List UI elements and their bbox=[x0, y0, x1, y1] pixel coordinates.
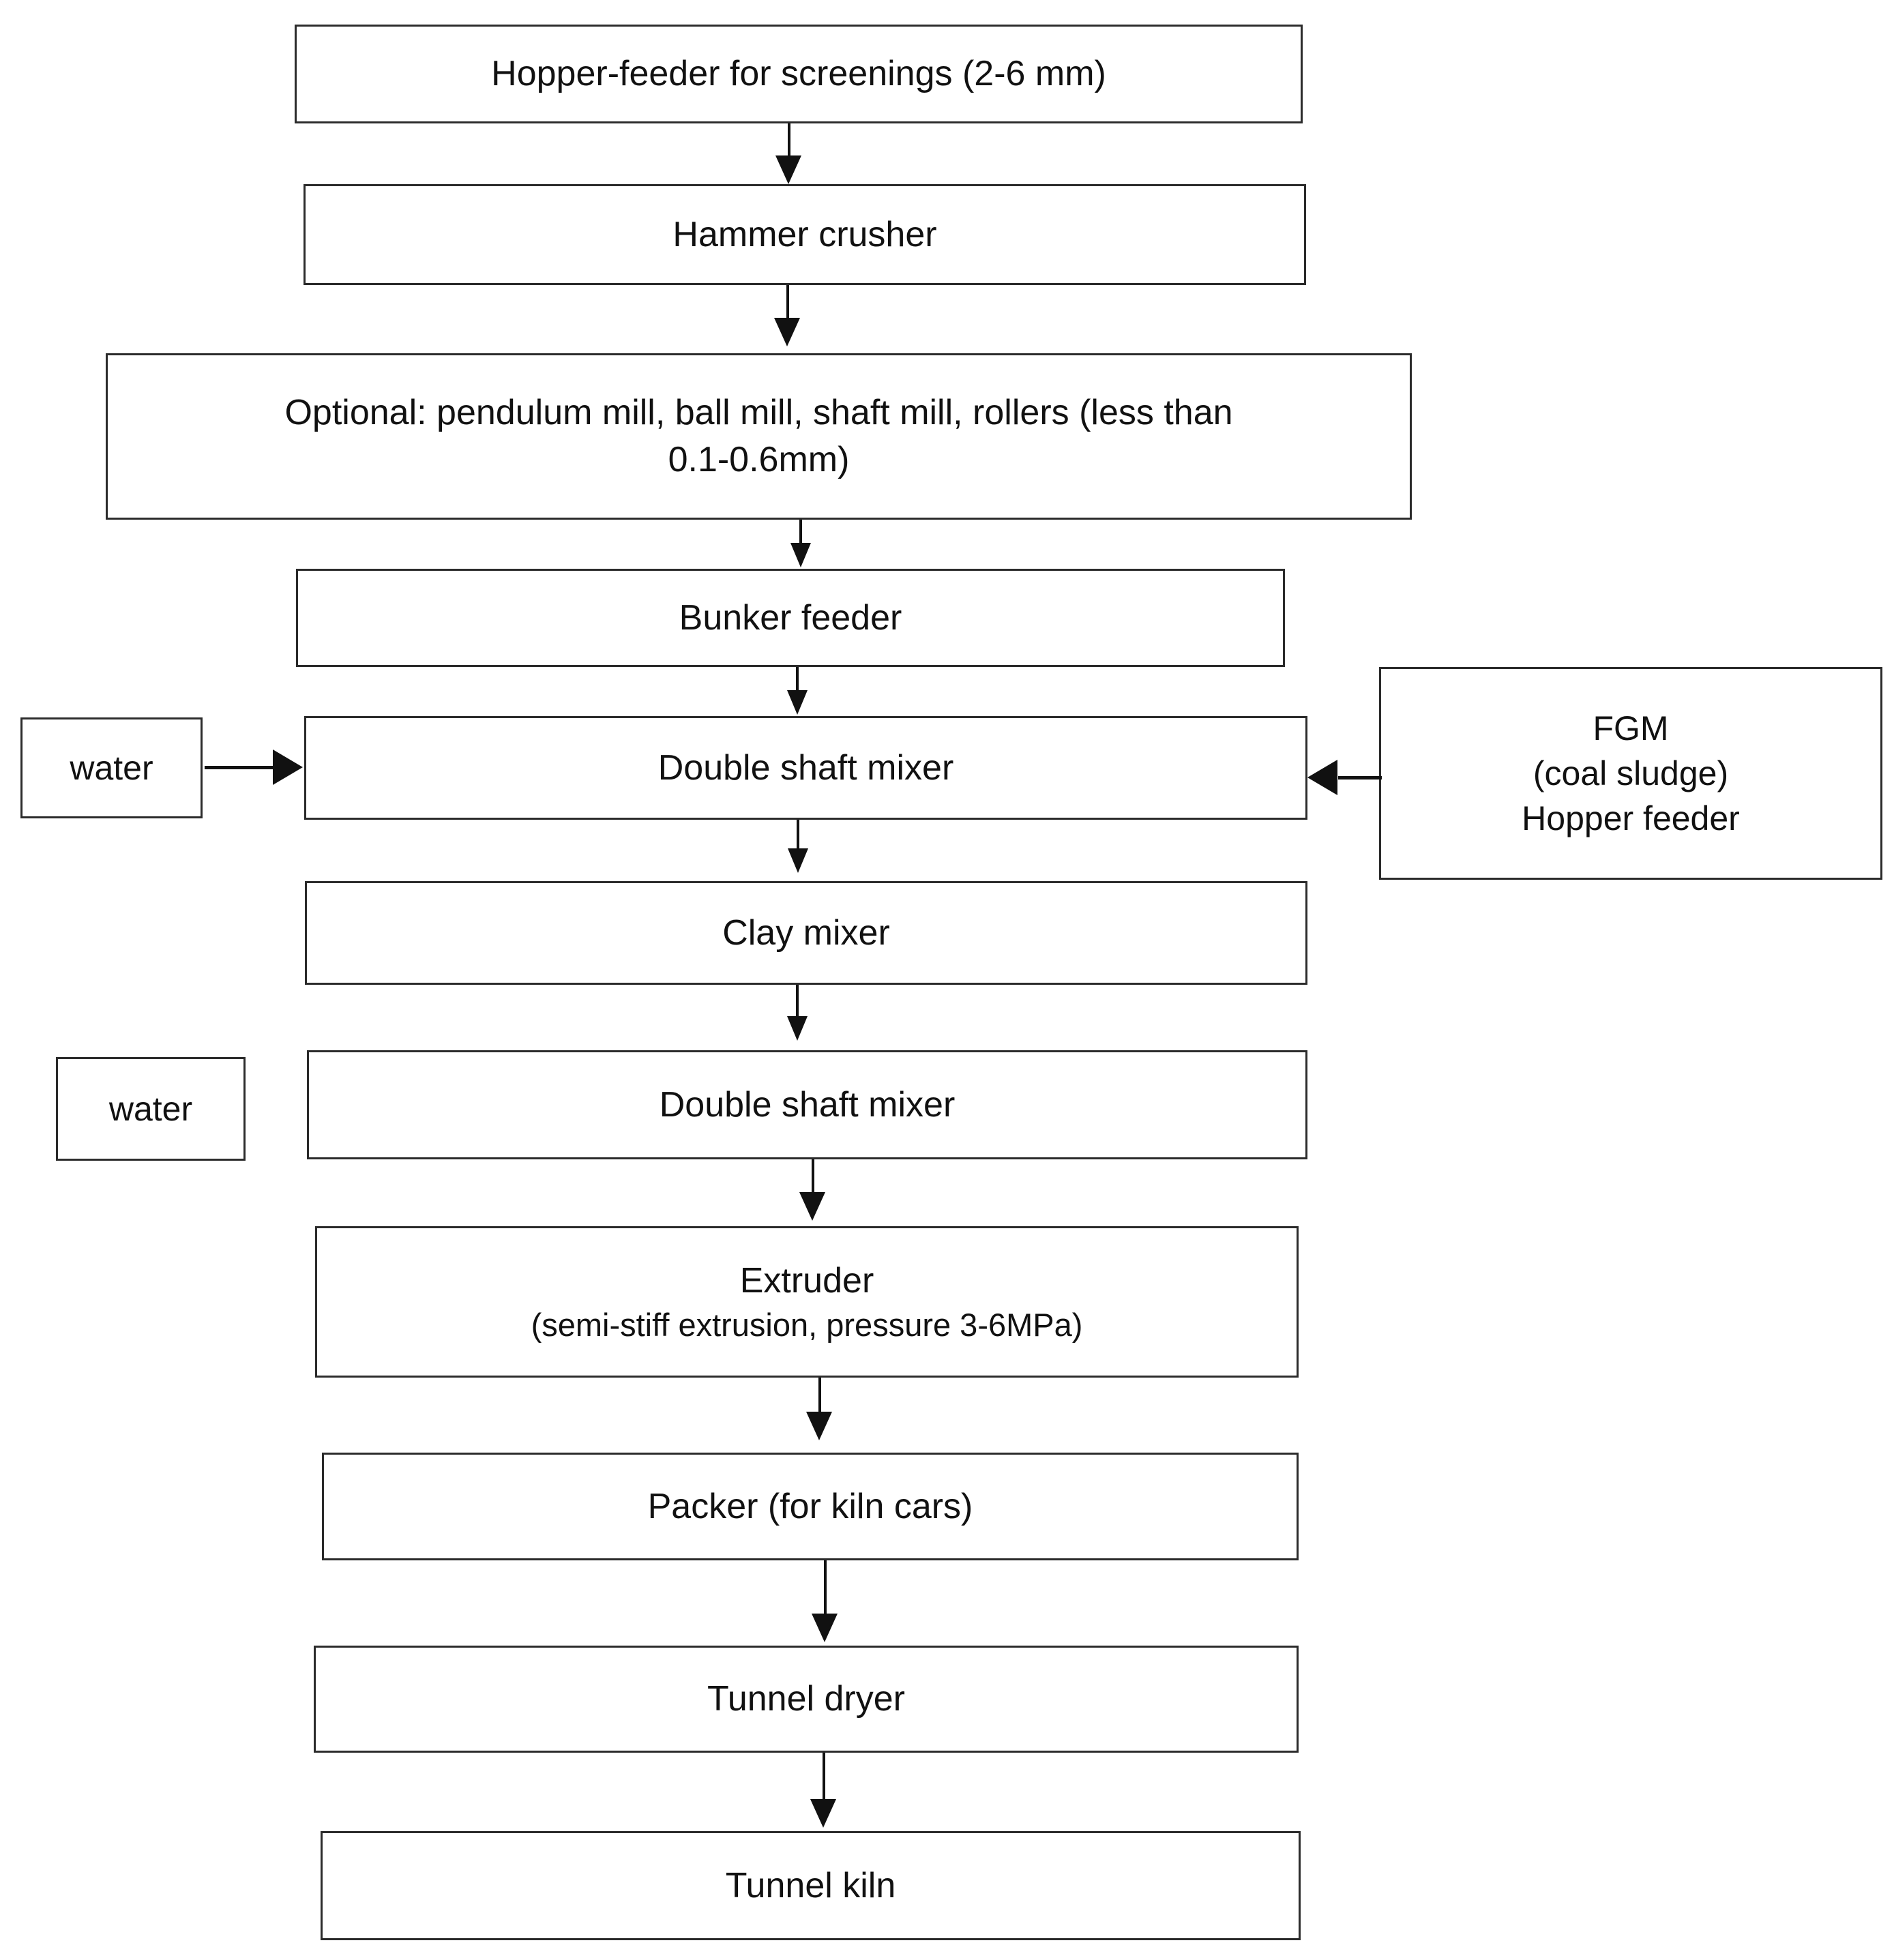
arrow-head-optional-to-bunker bbox=[790, 543, 811, 567]
node-label-line-1: FGM bbox=[1593, 709, 1669, 747]
arrow-head-hopper-to-crusher bbox=[775, 155, 801, 184]
arrow-head-bunker-to-mixer1 bbox=[787, 690, 808, 715]
connector-line-extruder-to-packer bbox=[818, 1378, 821, 1420]
node-bunker-feeder[interactable]: Bunker feeder bbox=[296, 569, 1285, 667]
connector-line-dryer-to-kiln bbox=[823, 1753, 825, 1806]
arrow-head-fgm-to-mixer1 bbox=[1307, 760, 1337, 795]
node-hopper-feeder-screenings[interactable]: Hopper-feeder for screenings (2-6 mm) bbox=[295, 25, 1303, 123]
node-label: Hopper-feeder for screenings (2-6 mm) bbox=[491, 54, 1106, 94]
node-double-shaft-mixer-2[interactable]: Double shaft mixer bbox=[307, 1050, 1307, 1159]
arrow-head-mixer1-to-clay bbox=[788, 848, 808, 873]
connector-line-mixer2-to-extruder bbox=[812, 1159, 814, 1204]
connector-line-packer-to-dryer bbox=[824, 1560, 827, 1620]
node-label-line-2: (coal sludge) bbox=[1533, 754, 1729, 792]
node-label: Double shaft mixer bbox=[659, 1084, 956, 1125]
node-label: Hammer crusher bbox=[672, 214, 937, 254]
arrow-head-packer-to-dryer bbox=[812, 1614, 838, 1642]
node-label-line-3: Hopper feeder bbox=[1522, 799, 1740, 837]
arrow-head-dryer-to-kiln bbox=[810, 1799, 836, 1828]
node-label: water bbox=[70, 749, 153, 787]
node-hammer-crusher[interactable]: Hammer crusher bbox=[304, 184, 1306, 285]
connector-line-hopper-to-crusher bbox=[788, 123, 790, 168]
arrow-head-water1-to-mixer1 bbox=[273, 749, 303, 785]
node-extruder[interactable]: Extruder (semi-stiff extrusion, pressure… bbox=[315, 1226, 1299, 1378]
node-tunnel-kiln[interactable]: Tunnel kiln bbox=[321, 1831, 1301, 1940]
node-label-line-1: Optional: pendulum mill, ball mill, shaf… bbox=[284, 393, 1233, 433]
connector-line-optional-to-bunker bbox=[799, 520, 802, 554]
connector-line-bunker-to-mixer1 bbox=[796, 667, 799, 700]
node-optional-mills[interactable]: Optional: pendulum mill, ball mill, shaf… bbox=[106, 353, 1412, 520]
node-label-line-2: 0.1-0.6mm) bbox=[668, 440, 850, 479]
node-clay-mixer[interactable]: Clay mixer bbox=[305, 881, 1307, 985]
node-fgm-hopper-feeder[interactable]: FGM (coal sludge) Hopper feeder bbox=[1379, 667, 1882, 880]
node-water-2[interactable]: water bbox=[56, 1057, 246, 1161]
node-label: Double shaft mixer bbox=[657, 747, 954, 788]
node-tunnel-dryer[interactable]: Tunnel dryer bbox=[314, 1646, 1299, 1753]
node-water-1[interactable]: water bbox=[20, 717, 203, 818]
arrow-head-clay-to-mixer2 bbox=[787, 1016, 808, 1041]
node-packer[interactable]: Packer (for kiln cars) bbox=[322, 1453, 1299, 1560]
node-label: Clay mixer bbox=[722, 912, 890, 953]
node-label: Tunnel dryer bbox=[707, 1679, 905, 1719]
connector-line-mixer1-to-clay bbox=[797, 820, 799, 859]
connector-line-water1-to-mixer1 bbox=[205, 766, 280, 769]
connector-line-fgm-to-mixer1 bbox=[1338, 776, 1382, 779]
node-double-shaft-mixer-1[interactable]: Double shaft mixer bbox=[304, 716, 1307, 820]
node-label: Tunnel kiln bbox=[725, 1865, 896, 1905]
arrow-head-mixer2-to-extruder bbox=[799, 1192, 825, 1221]
node-label: Bunker feeder bbox=[679, 597, 902, 638]
arrow-head-crusher-to-optional bbox=[774, 318, 800, 346]
connector-line-crusher-to-optional bbox=[786, 285, 789, 330]
connector-line-clay-to-mixer2 bbox=[796, 985, 799, 1027]
node-label-line-1: Extruder bbox=[739, 1260, 874, 1301]
node-label: Packer (for kiln cars) bbox=[647, 1486, 973, 1526]
node-label: water bbox=[108, 1090, 193, 1128]
node-label-line-2: (semi-stiff extrusion, pressure 3-6MPa) bbox=[531, 1307, 1083, 1343]
arrow-head-extruder-to-packer bbox=[806, 1412, 832, 1440]
